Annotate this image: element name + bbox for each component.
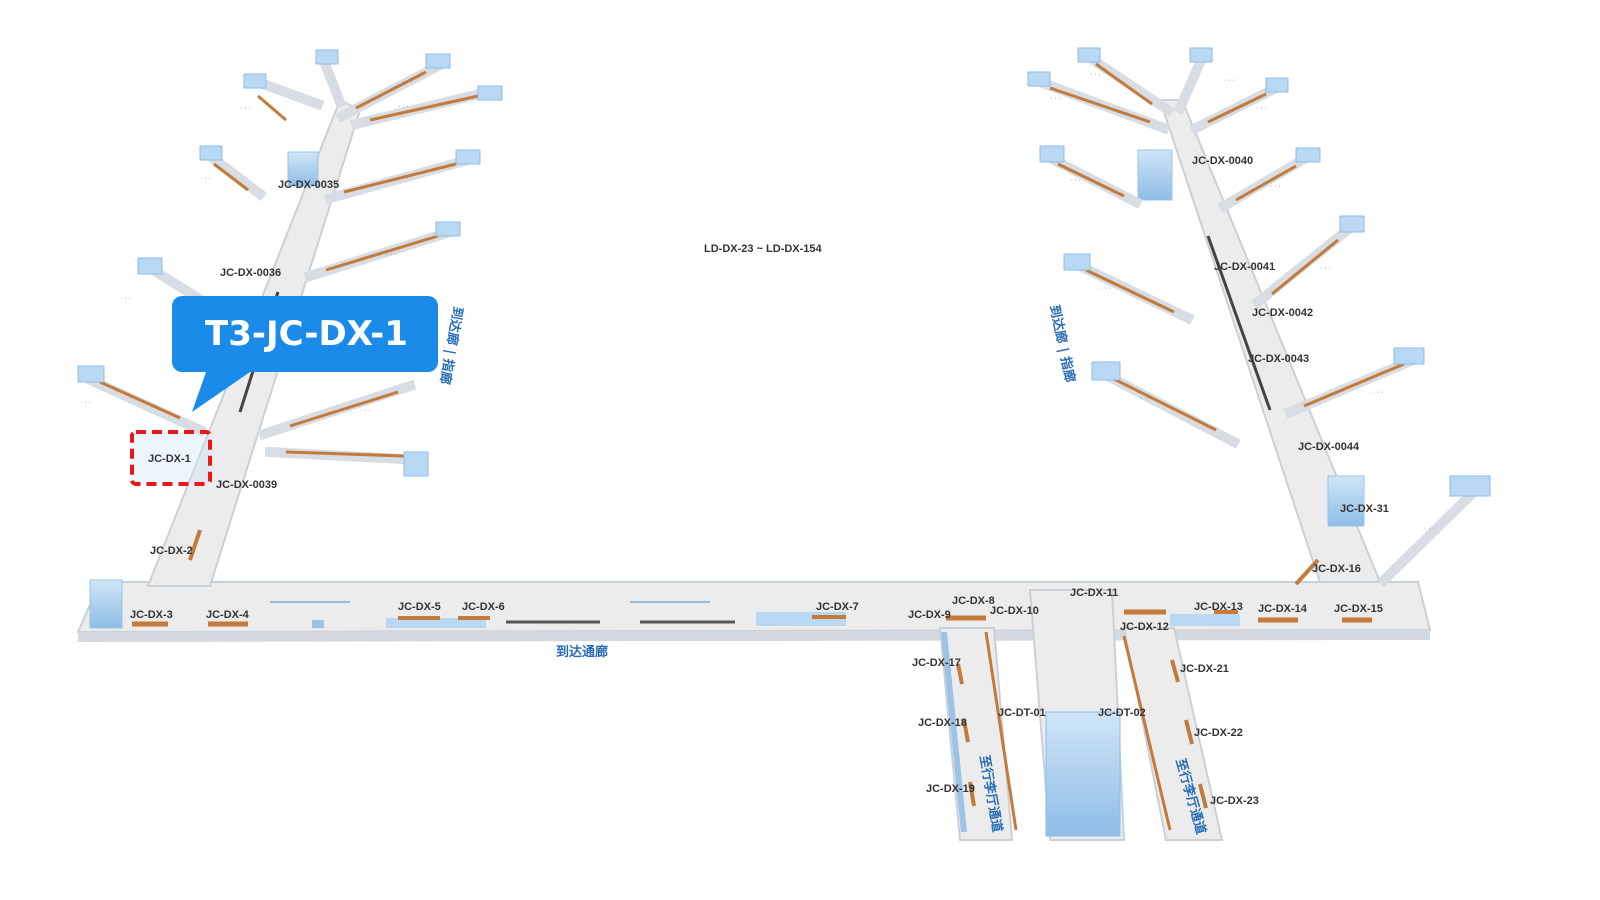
label-south-18: JC-DX-18 [918,717,967,729]
svg-text:· · ·: · · · [1224,77,1235,84]
svg-text:· · ·: · · · [1256,105,1267,112]
label-main-13: JC-DX-13 [1194,601,1243,613]
svg-text:· · ·: · · · [1424,525,1435,532]
svg-text:· · ·: · · · [1100,285,1111,292]
label-main-6: JC-DX-6 [462,601,505,613]
label-east-0040: JC-DX-0040 [1192,155,1253,167]
callout-text: T3-JC-DX-1 [205,314,408,354]
svg-text:· · ·: · · · [1070,177,1081,184]
label-main-11: JC-DX-11 [1070,587,1118,599]
svg-text:· · ·: · · · [200,175,211,182]
svg-text:· · ·: · · · [1140,395,1151,402]
svg-text:· · ·: · · · [1372,389,1383,396]
svg-text:· · ·: · · · [1050,95,1061,102]
label-south-23: JC-DX-23 [1210,795,1259,807]
label-west-0035: JC-DX-0035 [278,179,339,191]
label-main-4: JC-DX-4 [206,609,250,621]
svg-text:· · ·: · · · [120,295,131,302]
label-main-10: JC-DX-10 [990,605,1039,617]
svg-text:· · ·: · · · [398,103,409,110]
svg-text:· · ·: · · · [240,105,251,112]
label-highlight: JC-DX-1 [148,453,191,465]
svg-text:· · ·: · · · [386,251,397,258]
baggage-corridors [938,589,1224,841]
label-main-9: JC-DX-9 [908,609,951,621]
label-south-dt02: JC-DT-02 [1098,707,1146,719]
label-west-0036: JC-DX-0036 [220,267,281,279]
label-east-0043: JC-DX-0043 [1248,353,1309,365]
label-main-12: JC-DX-12 [1120,621,1169,633]
label-main-3: JC-DX-3 [130,609,173,621]
label-south-22: JC-DX-22 [1194,727,1243,739]
label-east-31: JC-DX-31 [1340,503,1389,515]
svg-text:· · ·: · · · [398,175,409,182]
svg-text:· · ·: · · · [1090,71,1101,78]
label-west-2: JC-DX-2 [150,545,193,557]
svg-text:· · ·: · · · [80,399,91,406]
label-main-15: JC-DX-15 [1334,603,1383,615]
zone-west-corridor: 到达廊 | 指廊 [436,305,465,385]
label-south-21: JC-DX-21 [1180,663,1229,675]
label-west-0039: JC-DX-0039 [216,479,277,491]
callout-bubble: T3-JC-DX-1 [172,296,438,412]
label-center: LD-DX-23 ~ LD-DX-154 [704,243,823,255]
highlight-box[interactable] [130,430,212,486]
zone-east-corridor: 到达廊 | 指廊 [1046,304,1078,384]
label-east-16: JC-DX-16 [1312,563,1361,575]
label-main-8: JC-DX-8 [952,595,995,607]
label-south-dt01: JC-DT-01 [998,707,1046,719]
label-east-0042: JC-DX-0042 [1252,307,1313,319]
label-east-0041: JC-DX-0041 [1214,261,1275,273]
label-main-5: JC-DX-5 [398,601,441,613]
svg-text:· · ·: · · · [402,79,413,86]
label-main-7: JC-DX-7 [816,601,859,613]
svg-text:· · ·: · · · [360,407,371,414]
svg-text:· · ·: · · · [1320,265,1331,272]
label-south-19: JC-DX-19 [926,783,975,795]
svg-text:· · ·: · · · [1270,183,1281,190]
label-east-0044: JC-DX-0044 [1298,441,1360,453]
location-labels: JC-DX-0035 JC-DX-0036 JC-DX-1 JC-DX-0039… [130,155,1389,807]
label-south-17: JC-DX-17 [912,657,961,669]
east-pier: · · · · · · · · · · · · · · · · · · · · … [1027,47,1491,588]
label-main-14: JC-DX-14 [1258,603,1308,615]
zone-arrival-hall: 到达通廊 [556,644,608,660]
